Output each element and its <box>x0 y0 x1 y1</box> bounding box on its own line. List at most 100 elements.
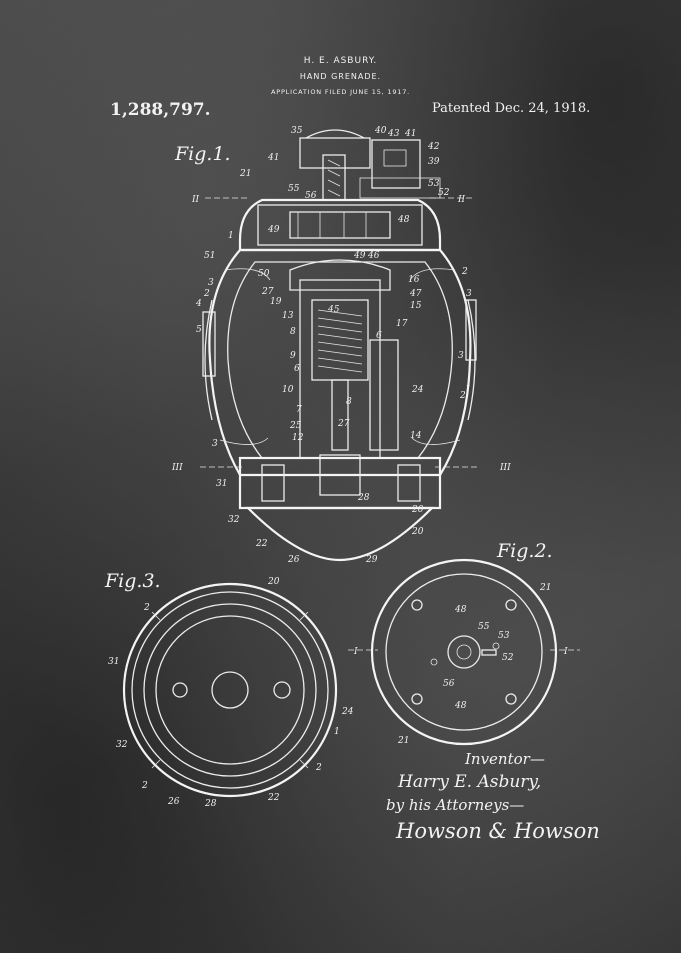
signature-block: Inventor— Harry E. Asbury, by his Attorn… <box>386 750 600 843</box>
fig1-drawing <box>200 129 480 562</box>
label: 53 <box>428 179 440 189</box>
label: 4 <box>195 299 202 309</box>
label: 48 <box>454 701 467 711</box>
label: 42 <box>427 142 440 152</box>
label: 26 <box>287 555 300 565</box>
fig2-labels: 21 48 55 53 52 56 48 21 I I <box>353 583 568 746</box>
label: 27 <box>261 287 274 297</box>
fig2-drawing <box>348 558 580 746</box>
label: 55 <box>478 622 490 632</box>
label: 16 <box>408 275 420 285</box>
label: 9 <box>290 351 296 361</box>
label: 2 <box>141 781 148 791</box>
label: 6 <box>376 331 382 341</box>
patent-date: Patented Dec. 24, 1918. <box>432 101 591 116</box>
fig2-title: Fig.2. <box>496 540 553 562</box>
label: 1 <box>334 727 340 737</box>
label: 56 <box>305 191 317 201</box>
label: 48 <box>397 215 410 225</box>
label: 20 <box>411 505 424 515</box>
label: 43 <box>387 129 400 139</box>
label: 49 <box>353 251 366 261</box>
label: 21 <box>539 583 551 593</box>
label: 2 <box>315 763 322 773</box>
label: 53 <box>498 631 510 641</box>
section-mark: I <box>563 647 568 657</box>
label: 32 <box>116 740 128 750</box>
label: 2 <box>459 391 466 401</box>
header-filed-date: APPLICATION FILED JUNE 15, 1917. <box>270 88 410 96</box>
label: 55 <box>288 184 300 194</box>
label: 47 <box>409 289 422 299</box>
fig1-title: Fig.1. <box>174 143 231 165</box>
label: 19 <box>270 297 282 307</box>
attorneys-byline: by his Attorneys— <box>386 796 524 814</box>
label: 22 <box>267 793 280 803</box>
label: 51 <box>204 251 215 261</box>
label: 49 <box>267 225 280 235</box>
label: 39 <box>428 157 440 167</box>
patent-number: 1,288,797. <box>110 100 211 120</box>
inventor-signature: Harry E. Asbury, <box>397 772 541 792</box>
label: 8 <box>290 327 296 337</box>
label: 45 <box>327 305 340 315</box>
section-mark: II <box>191 195 200 205</box>
label: 28 <box>357 493 370 503</box>
label: 21 <box>239 169 251 179</box>
label: 29 <box>365 555 378 565</box>
label: 48 <box>454 605 467 615</box>
label: 8 <box>346 397 352 407</box>
fig3-title: Fig.3. <box>104 570 161 592</box>
label: 52 <box>502 653 514 663</box>
label: 25 <box>289 421 302 431</box>
section-mark: I <box>353 647 358 657</box>
label: 24 <box>411 385 424 395</box>
label: 2 <box>461 267 468 277</box>
label: 50 <box>258 269 270 279</box>
label: 20 <box>411 527 424 537</box>
label: 1 <box>466 379 472 389</box>
fig1-labels: 35 40 43 41 42 39 41 21 53 52 II 55 56 I… <box>171 126 511 565</box>
label: 3 <box>466 289 472 299</box>
label: 52 <box>438 188 450 198</box>
header-title: HAND GRENADE. <box>299 72 382 81</box>
label: 24 <box>341 707 354 717</box>
label: 41 <box>267 153 279 163</box>
label: 2 <box>143 603 150 613</box>
label: 17 <box>396 319 408 329</box>
label: 3 <box>212 439 218 449</box>
label: 13 <box>282 311 294 321</box>
label: 31 <box>108 657 119 667</box>
label: 26 <box>167 797 180 807</box>
section-mark: II <box>457 195 466 205</box>
label: 28 <box>204 799 217 809</box>
section-mark: III <box>171 463 183 473</box>
label: 5 <box>196 325 202 335</box>
label: 7 <box>296 405 302 415</box>
header-inventor: H. E. ASBURY. <box>303 56 378 66</box>
label: 15 <box>410 301 422 311</box>
label: 12 <box>292 433 304 443</box>
label: 46 <box>367 251 380 261</box>
label: 31 <box>216 479 227 489</box>
label: 3 <box>208 278 214 288</box>
label: 14 <box>410 431 422 441</box>
fig3-labels: 20 2 31 24 1 32 2 26 28 22 2 <box>108 577 354 809</box>
label: 56 <box>443 679 455 689</box>
label: 32 <box>228 515 240 525</box>
label: 3 <box>458 351 464 361</box>
label: 41 <box>404 129 416 139</box>
label: 6 <box>294 364 300 374</box>
attorneys-signature: Howson & Howson <box>395 819 600 843</box>
section-mark: III <box>499 463 511 473</box>
label: 27 <box>337 419 350 429</box>
label: 35 <box>291 126 303 136</box>
label: 40 <box>374 126 387 136</box>
label: 2 <box>203 289 210 299</box>
label: 21 <box>397 736 409 746</box>
fig3-drawing <box>122 582 338 798</box>
inventor-label: Inventor— <box>464 750 545 768</box>
label: 22 <box>255 539 268 549</box>
